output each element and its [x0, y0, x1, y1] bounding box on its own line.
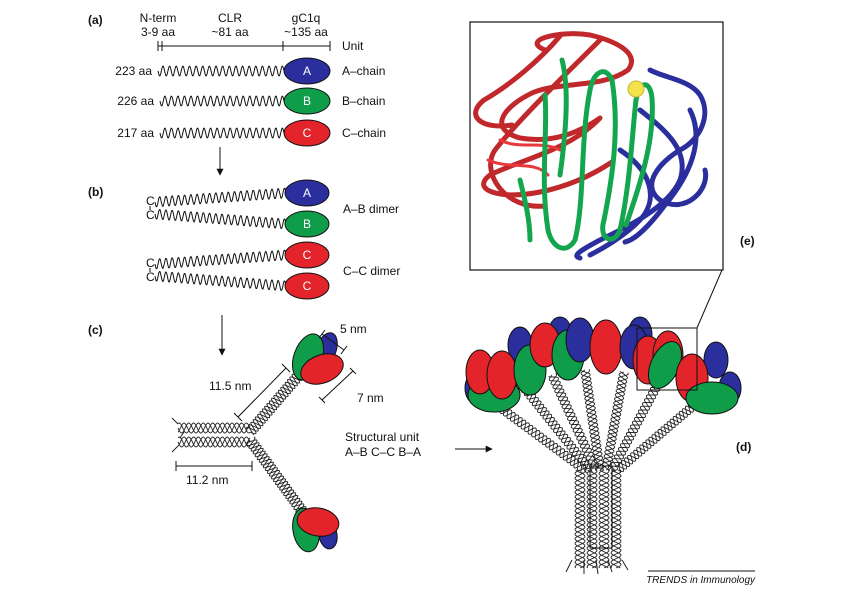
stem-length-label: 11.2 nm	[186, 473, 228, 487]
stalk-5	[601, 370, 629, 472]
head-length-label: 7 nm	[357, 391, 384, 405]
stalk-length-label: 11.5 nm	[209, 379, 251, 393]
clr-length: ~81 aa	[211, 25, 248, 39]
zoom-box	[636, 327, 698, 391]
ab-dimer-cys-top: C	[146, 194, 155, 208]
octadecamer-stalks	[487, 369, 703, 575]
gc1q-name: gC1q	[292, 11, 321, 25]
ab-dimer-cys-bottom: C	[146, 208, 155, 222]
crystal-structure-ribbons	[473, 31, 709, 261]
crystal-structure-frame	[469, 21, 724, 271]
head-width-line	[321, 333, 345, 351]
blue-chain-ribbon	[574, 67, 709, 261]
cc-dimer-head-1-letter: C	[303, 248, 312, 262]
cc-dimer-head-1	[284, 241, 330, 269]
panel-e-label: (e)	[740, 234, 755, 248]
chain-b-head-letter: B	[303, 94, 311, 108]
chain-a-collagen-coil	[157, 65, 285, 77]
stalk-7	[615, 396, 703, 474]
ab-dimer-head-b	[284, 210, 330, 238]
stalk-length-line	[237, 367, 287, 418]
chain-c-collagen-coil	[159, 127, 285, 139]
ab-dimer-coil-b	[154, 209, 287, 229]
hexamer-model	[171, 364, 310, 519]
ab-dimer-head-a-letter: A	[303, 186, 311, 200]
chain-b-name: B–chain	[342, 94, 385, 108]
stem-frayed-ends	[171, 417, 185, 453]
cc-dimer-head-2-letter: C	[303, 279, 312, 293]
panel-a-label: (a)	[88, 13, 103, 27]
cc-dimer-cys-top: C	[146, 256, 155, 270]
octadecamer-heads	[464, 316, 742, 415]
stem-frayed-ends	[565, 559, 629, 575]
head-width-label: 5 nm	[340, 322, 367, 336]
cc-dimer-coil-2	[154, 271, 287, 291]
chain-c-head	[283, 119, 331, 147]
upper-stalk	[245, 364, 310, 436]
ab-dimer-head-b-letter: B	[303, 217, 311, 231]
ab-dimer: C C A B	[146, 179, 330, 238]
cc-dimer-coil-1	[154, 249, 287, 270]
stem-core-outline	[589, 465, 613, 549]
lower-head-c	[296, 507, 340, 537]
cc-dimer: C C C C	[146, 241, 330, 300]
panel-c-label: (c)	[88, 323, 103, 337]
chain-b-collagen-coil	[159, 95, 285, 107]
dimension-lines	[175, 329, 357, 471]
chain-b-length: 226 aa	[117, 94, 154, 108]
journal-credit: TRENDS in Immunology	[646, 575, 756, 586]
hexamer-stem-lower	[177, 436, 251, 448]
clr-name: CLR	[218, 11, 242, 25]
d-head-8	[589, 319, 623, 375]
ab-dimer-label: A–B dimer	[343, 202, 399, 216]
stalk-3	[548, 373, 600, 472]
structural-unit-composition: A–B C–C B–A	[345, 445, 421, 459]
zoom-connector	[696, 269, 723, 329]
stem-strand-3	[598, 469, 610, 569]
chain-a-head	[283, 57, 331, 85]
d-head-7	[565, 317, 595, 363]
panel-b-label: (b)	[88, 185, 103, 199]
chain-c-length: 217 aa	[117, 126, 154, 140]
cc-dimer-cys-bottom: C	[146, 270, 155, 284]
gc1q-length: ~135 aa	[284, 25, 328, 39]
upper-head-c	[300, 353, 344, 385]
chain-b-head	[283, 87, 331, 115]
chain-c-head-letter: C	[303, 126, 312, 140]
upper-globular-head	[291, 332, 344, 385]
nterm-name: N-term	[140, 11, 177, 25]
chain-a-length: 223 aa	[115, 64, 152, 78]
lower-stalk	[246, 436, 309, 519]
head-length-line	[321, 370, 354, 401]
d-head-14	[685, 381, 739, 415]
lower-globular-head	[292, 507, 340, 553]
panel-d-label: (d)	[736, 440, 751, 454]
calcium-ion	[627, 80, 645, 98]
stalk-4	[580, 369, 605, 471]
chain-a-name: A–chain	[342, 64, 385, 78]
green-chain-ribbon	[517, 57, 655, 251]
domain-scale-bar	[157, 41, 331, 51]
chain-a-head-letter: A	[303, 64, 311, 78]
cc-dimer-label: C–C dimer	[343, 264, 400, 278]
structural-unit-label: Structural unit	[345, 430, 420, 444]
stem-strand-1	[574, 469, 586, 569]
ab-dimer-coil-a	[154, 187, 287, 208]
chain-c-name: C–chain	[342, 126, 386, 140]
ab-dimer-head-a	[284, 179, 330, 207]
red-chain-ribbon	[473, 31, 634, 209]
stem-strand-2	[586, 469, 598, 569]
d-head-3	[486, 350, 518, 400]
cc-dimer-head-2	[284, 272, 330, 300]
nterm-length: 3-9 aa	[141, 25, 175, 39]
stalk-6	[607, 377, 665, 473]
unit-label: Unit	[342, 39, 364, 53]
hexamer-stem-upper	[177, 422, 251, 434]
